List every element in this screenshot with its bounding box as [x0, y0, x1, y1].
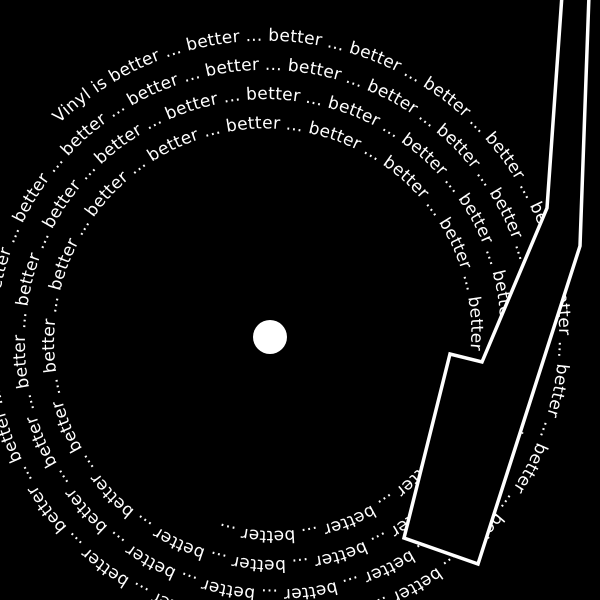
center-spindle-icon: [253, 320, 287, 354]
tonearm-icon: [401, 0, 591, 567]
